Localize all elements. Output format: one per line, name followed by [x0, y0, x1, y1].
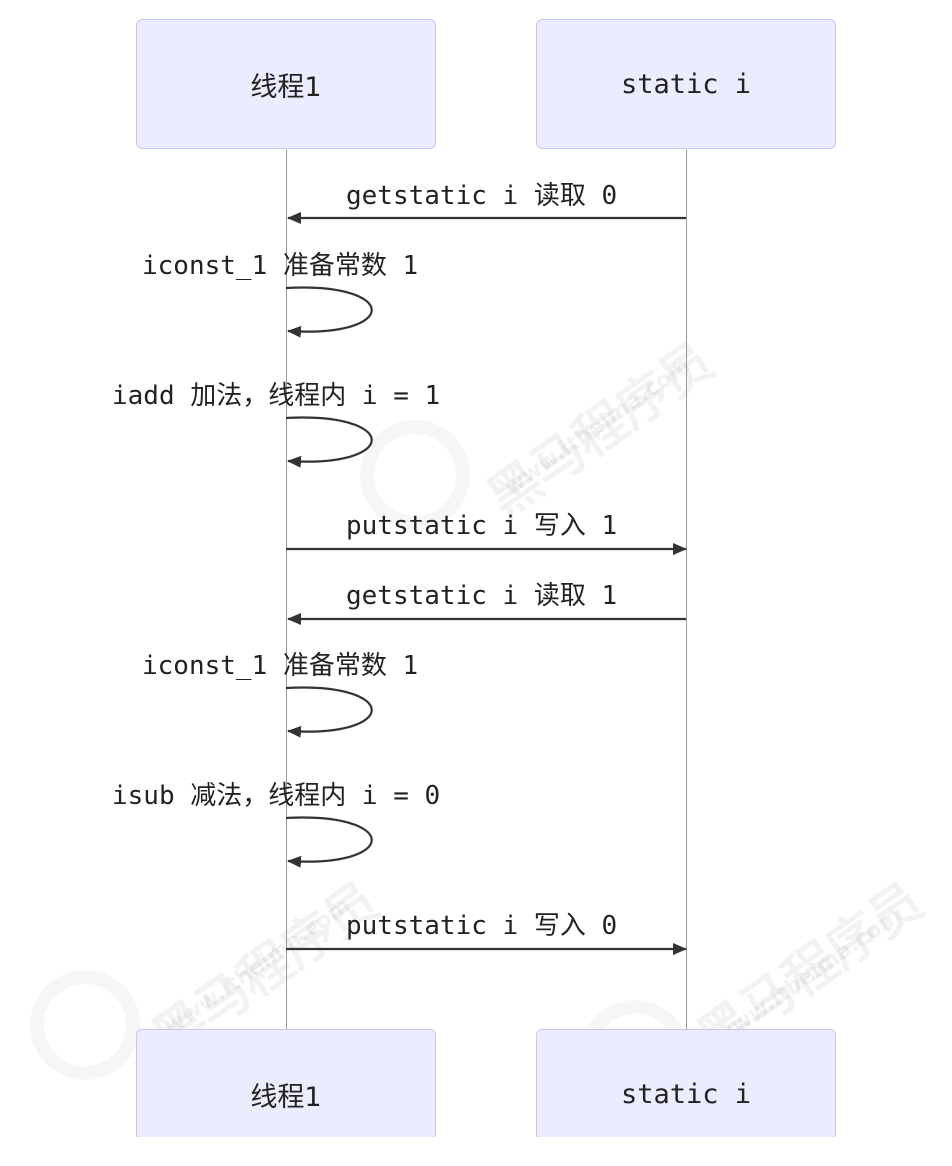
participant-static-top: static i — [536, 19, 836, 149]
message-label: iconst_1 准备常数 1 — [142, 651, 419, 681]
message-label: iconst_1 准备常数 1 — [142, 251, 419, 281]
participant-thread-label: 线程1 — [250, 71, 322, 103]
arrow-self-isub — [285, 816, 373, 868]
message-label: putstatic i 写入 0 — [346, 911, 618, 941]
participant-thread-label: 线程1 — [250, 1081, 322, 1113]
lifeline-thread — [286, 150, 287, 1030]
message-label: getstatic i 读取 1 — [346, 581, 618, 611]
bottom-crop — [0, 1137, 952, 1166]
participant-static-label: static i — [620, 68, 752, 100]
message-label: isub 减法，线程内 i = 0 — [112, 781, 441, 811]
message-label: iadd 加法，线程内 i = 1 — [112, 381, 441, 411]
message-label: getstatic i 读取 0 — [346, 181, 618, 211]
message-label: putstatic i 写入 1 — [346, 511, 618, 541]
participant-thread-top: 线程1 — [136, 19, 436, 149]
arrow-self-iconst-1 — [285, 286, 373, 338]
participant-static-label: static i — [620, 1078, 752, 1110]
lifeline-static — [686, 150, 687, 1030]
arrow-self-iconst-2 — [285, 686, 373, 738]
arrow-self-iadd — [285, 416, 373, 468]
